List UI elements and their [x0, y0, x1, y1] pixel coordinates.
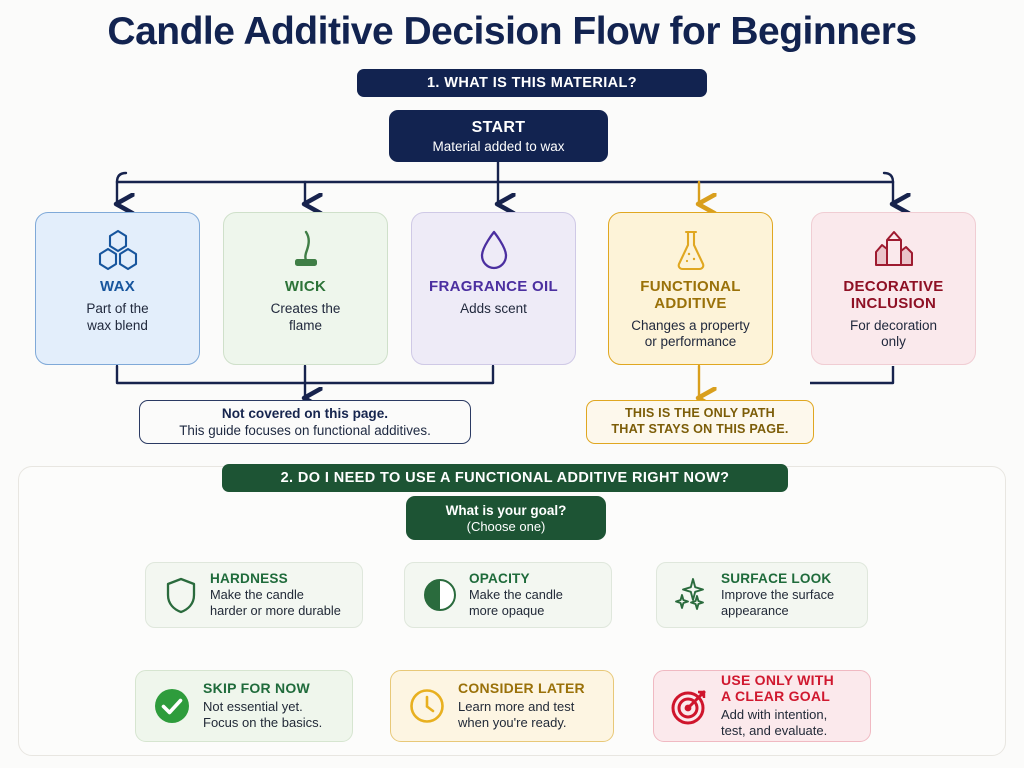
note-only-path-line1: THIS IS THE ONLY PATH: [625, 406, 775, 421]
goal-card-hardness[interactable]: HARDNESS Make the candle harder or more …: [145, 562, 363, 628]
note-not-covered-line1: Not covered on this page.: [221, 406, 389, 421]
goal-question-line1: What is your goal?: [445, 502, 567, 518]
goal-question-line2: (Choose one): [466, 518, 546, 534]
note-only-path: THIS IS THE ONLY PATH THAT STAYS ON THIS…: [586, 400, 814, 444]
goal-card-opacity[interactable]: OPACITY Make the candle more opaque: [404, 562, 612, 628]
goal-card-surface-look[interactable]: SURFACE LOOK Improve the surface appeara…: [656, 562, 868, 628]
card-fragrance-oil-title: FRAGRANCE OIL: [429, 278, 558, 295]
sparkles-icon: [671, 576, 713, 614]
outcome-card-skip-for-now[interactable]: SKIP FOR NOW Not essential yet. Focus on…: [135, 670, 353, 742]
outcome-card-consider-later[interactable]: CONSIDER LATER Learn more and test when …: [390, 670, 614, 742]
check-circle-icon: [150, 686, 194, 726]
card-fragrance-oil-desc: Adds scent: [460, 300, 527, 316]
outcome-card-skip-for-now-title: SKIP FOR NOW: [203, 679, 310, 696]
hexagon-cluster-icon: [95, 227, 141, 273]
goal-card-opacity-title: OPACITY: [469, 571, 530, 587]
flask-icon: [673, 227, 709, 273]
card-wax-desc: Part of the wax blend: [86, 300, 149, 333]
section-2-header: 2. DO I NEED TO USE A FUNCTIONAL ADDITIV…: [222, 464, 788, 492]
note-not-covered-line2: This guide focuses on functional additiv…: [179, 423, 431, 438]
start-subtitle: Material added to wax: [432, 138, 565, 154]
card-functional-additive-title: FUNCTIONAL ADDITIVE: [640, 278, 741, 312]
outcome-card-use-only-with-a-clear-goal-title: USE ONLY WITH A CLEAR GOAL: [721, 671, 834, 704]
page-title: Candle Additive Decision Flow for Beginn…: [107, 10, 917, 53]
outcome-card-use-only-with-a-clear-goal[interactable]: USE ONLY WITH A CLEAR GOAL Add with inte…: [653, 670, 871, 742]
outcome-card-consider-later-title: CONSIDER LATER: [458, 679, 585, 696]
card-wax[interactable]: WAX Part of the wax blend: [35, 212, 200, 365]
note-not-covered: Not covered on this page. This guide foc…: [139, 400, 471, 444]
target-icon: [668, 684, 712, 728]
card-decorative-inclusion-title: DECORATIVE INCLUSION: [843, 278, 944, 312]
half-filled-circle-icon: [419, 577, 461, 613]
goal-card-hardness-desc: Make the candle harder or more durable: [210, 587, 341, 618]
section-1-header: 1. WHAT IS THIS MATERIAL?: [357, 69, 707, 97]
wick-icon: [289, 227, 323, 273]
card-fragrance-oil[interactable]: FRAGRANCE OIL Adds scent: [411, 212, 576, 365]
goal-card-opacity-desc: Make the candle more opaque: [469, 587, 563, 618]
card-functional-additive[interactable]: FUNCTIONAL ADDITIVE Changes a property o…: [608, 212, 773, 365]
goal-question-node: What is your goal? (Choose one): [406, 496, 606, 540]
crystals-icon: [871, 227, 917, 273]
goal-card-hardness-title: HARDNESS: [210, 571, 288, 587]
shield-icon: [160, 575, 202, 615]
outcome-card-consider-later-desc: Learn more and test when you're ready.: [458, 698, 575, 730]
outcome-card-skip-for-now-desc: Not essential yet. Focus on the basics.: [203, 698, 323, 730]
goal-card-surface-look-title: SURFACE LOOK: [721, 571, 832, 587]
card-wick-desc: Creates the flame: [270, 300, 341, 333]
goal-card-surface-look-desc: Improve the surface appearance: [721, 587, 835, 618]
start-node: START Material added to wax: [389, 110, 608, 162]
clock-icon: [405, 686, 449, 726]
card-wax-title: WAX: [99, 278, 136, 295]
card-decorative-inclusion-desc: For decoration only: [849, 317, 938, 350]
droplet-icon: [477, 227, 511, 273]
start-title: START: [471, 118, 526, 136]
card-functional-additive-desc: Changes a property or performance: [631, 317, 750, 350]
outcome-card-use-only-with-a-clear-goal-desc: Add with intention, test, and evaluate.: [721, 706, 828, 738]
card-decorative-inclusion[interactable]: DECORATIVE INCLUSION For decoration only: [811, 212, 976, 365]
note-only-path-line2: THAT STAYS ON THIS PAGE.: [611, 422, 789, 436]
card-wick-title: WICK: [284, 278, 327, 295]
card-wick[interactable]: WICK Creates the flame: [223, 212, 388, 365]
